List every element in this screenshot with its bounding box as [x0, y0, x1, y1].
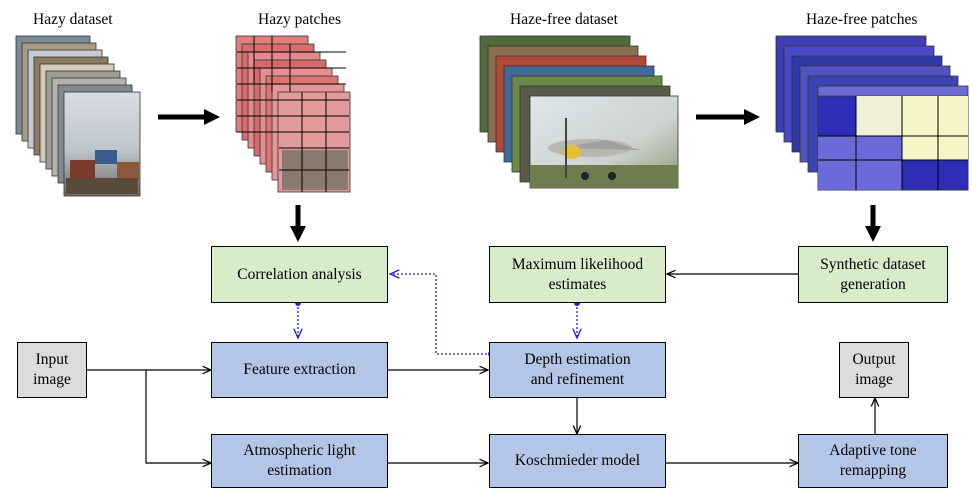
hazy-dataset-title: Hazy dataset	[33, 11, 113, 28]
adaptive-tone-label-1: Adaptive tone	[829, 442, 917, 459]
depth-estimation-box: Depth estimation and refinement	[489, 342, 666, 398]
koschmieder-model-label: Koschmieder model	[514, 452, 641, 469]
synthetic-dataset-box: Synthetic dataset generation	[798, 246, 948, 303]
output-image-label-2: image	[855, 371, 893, 388]
input-to-atmo-arrow	[145, 370, 211, 463]
output-image-box: Output image	[839, 342, 909, 398]
maximum-likelihood-label-1: Maximum likelihood	[511, 255, 644, 273]
koschmieder-model-box: Koschmieder model	[489, 434, 666, 488]
input-image-label-2: image	[33, 371, 71, 388]
hazy-dataset-stack	[15, 35, 141, 197]
input-image-label-1: Input	[35, 351, 69, 368]
hazefree-dataset-stack	[479, 35, 679, 189]
correlation-analysis-label: Correlation analysis	[237, 265, 362, 283]
adaptive-tone-label-2: remapping	[839, 462, 907, 479]
hazefree-dataset-title: Haze-free dataset	[510, 11, 618, 28]
depth-estimation-label-2: and refinement	[530, 371, 625, 388]
adaptive-tone-box: Adaptive tone remapping	[798, 434, 948, 488]
maximum-likelihood-box: Maximum likelihood estimates	[489, 246, 666, 303]
atmospheric-light-label-2: estimation	[267, 462, 332, 479]
feature-extraction-box: Feature extraction	[211, 342, 388, 398]
hazy-patches-stack	[235, 35, 351, 193]
input-image-box: Input image	[17, 342, 87, 398]
depth-to-correlation-dotted	[390, 274, 491, 355]
synthetic-dataset-label-1: Synthetic dataset	[820, 255, 926, 273]
feature-extraction-label: Feature extraction	[243, 361, 356, 378]
atmospheric-light-box: Atmospheric light estimation	[211, 434, 388, 488]
hazy-patches-title: Hazy patches	[258, 11, 342, 28]
maximum-likelihood-label-2: estimates	[548, 275, 607, 293]
hazefree-patches-title: Haze-free patches	[806, 11, 918, 28]
synthetic-dataset-label-2: generation	[840, 275, 906, 293]
output-image-label-1: Output	[852, 351, 896, 368]
hazefree-patches-stack	[775, 35, 969, 191]
atmospheric-light-label-1: Atmospheric light	[243, 442, 356, 459]
depth-estimation-label-1: Depth estimation	[524, 351, 631, 368]
correlation-analysis-box: Correlation analysis	[211, 246, 388, 303]
